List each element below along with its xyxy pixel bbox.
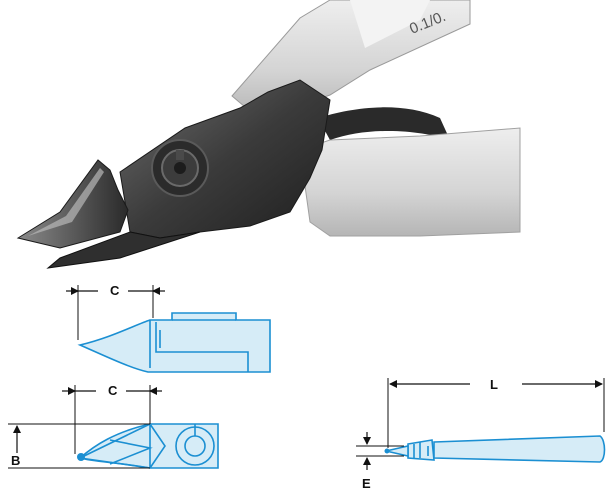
lower-handle-grip [299,127,521,237]
full-length-tip-dot [384,448,390,454]
full-length-drawing: L E [356,377,606,491]
side-view-drawing: C [66,283,271,373]
full-length-handle [433,435,606,463]
dimension-b: B [11,453,20,468]
pivot-slot [176,150,184,160]
pivot-center [174,162,186,174]
blade-edge-highlight [28,168,104,236]
top-view-tip-dot [77,453,85,461]
top-view-facets [79,423,166,469]
lower-jaw [46,231,201,269]
dimension-c-top: C [108,383,118,398]
side-view-body [77,312,271,373]
side-view-inner-lines [149,319,249,372]
blade-tip [16,159,129,249]
top-view-drawing: C B [8,383,219,469]
dimension-l: L [490,377,498,392]
spring-shadow [318,107,450,140]
cutter-photo: 0.1/0. [16,0,521,269]
dimension-e: E [362,476,371,491]
upper-handle-end [350,0,430,48]
full-length-tip [385,444,409,458]
dimension-c-side: C [110,283,120,298]
full-length-head [407,439,435,461]
full-length-head-detail [413,442,429,458]
steel-body [119,79,331,239]
